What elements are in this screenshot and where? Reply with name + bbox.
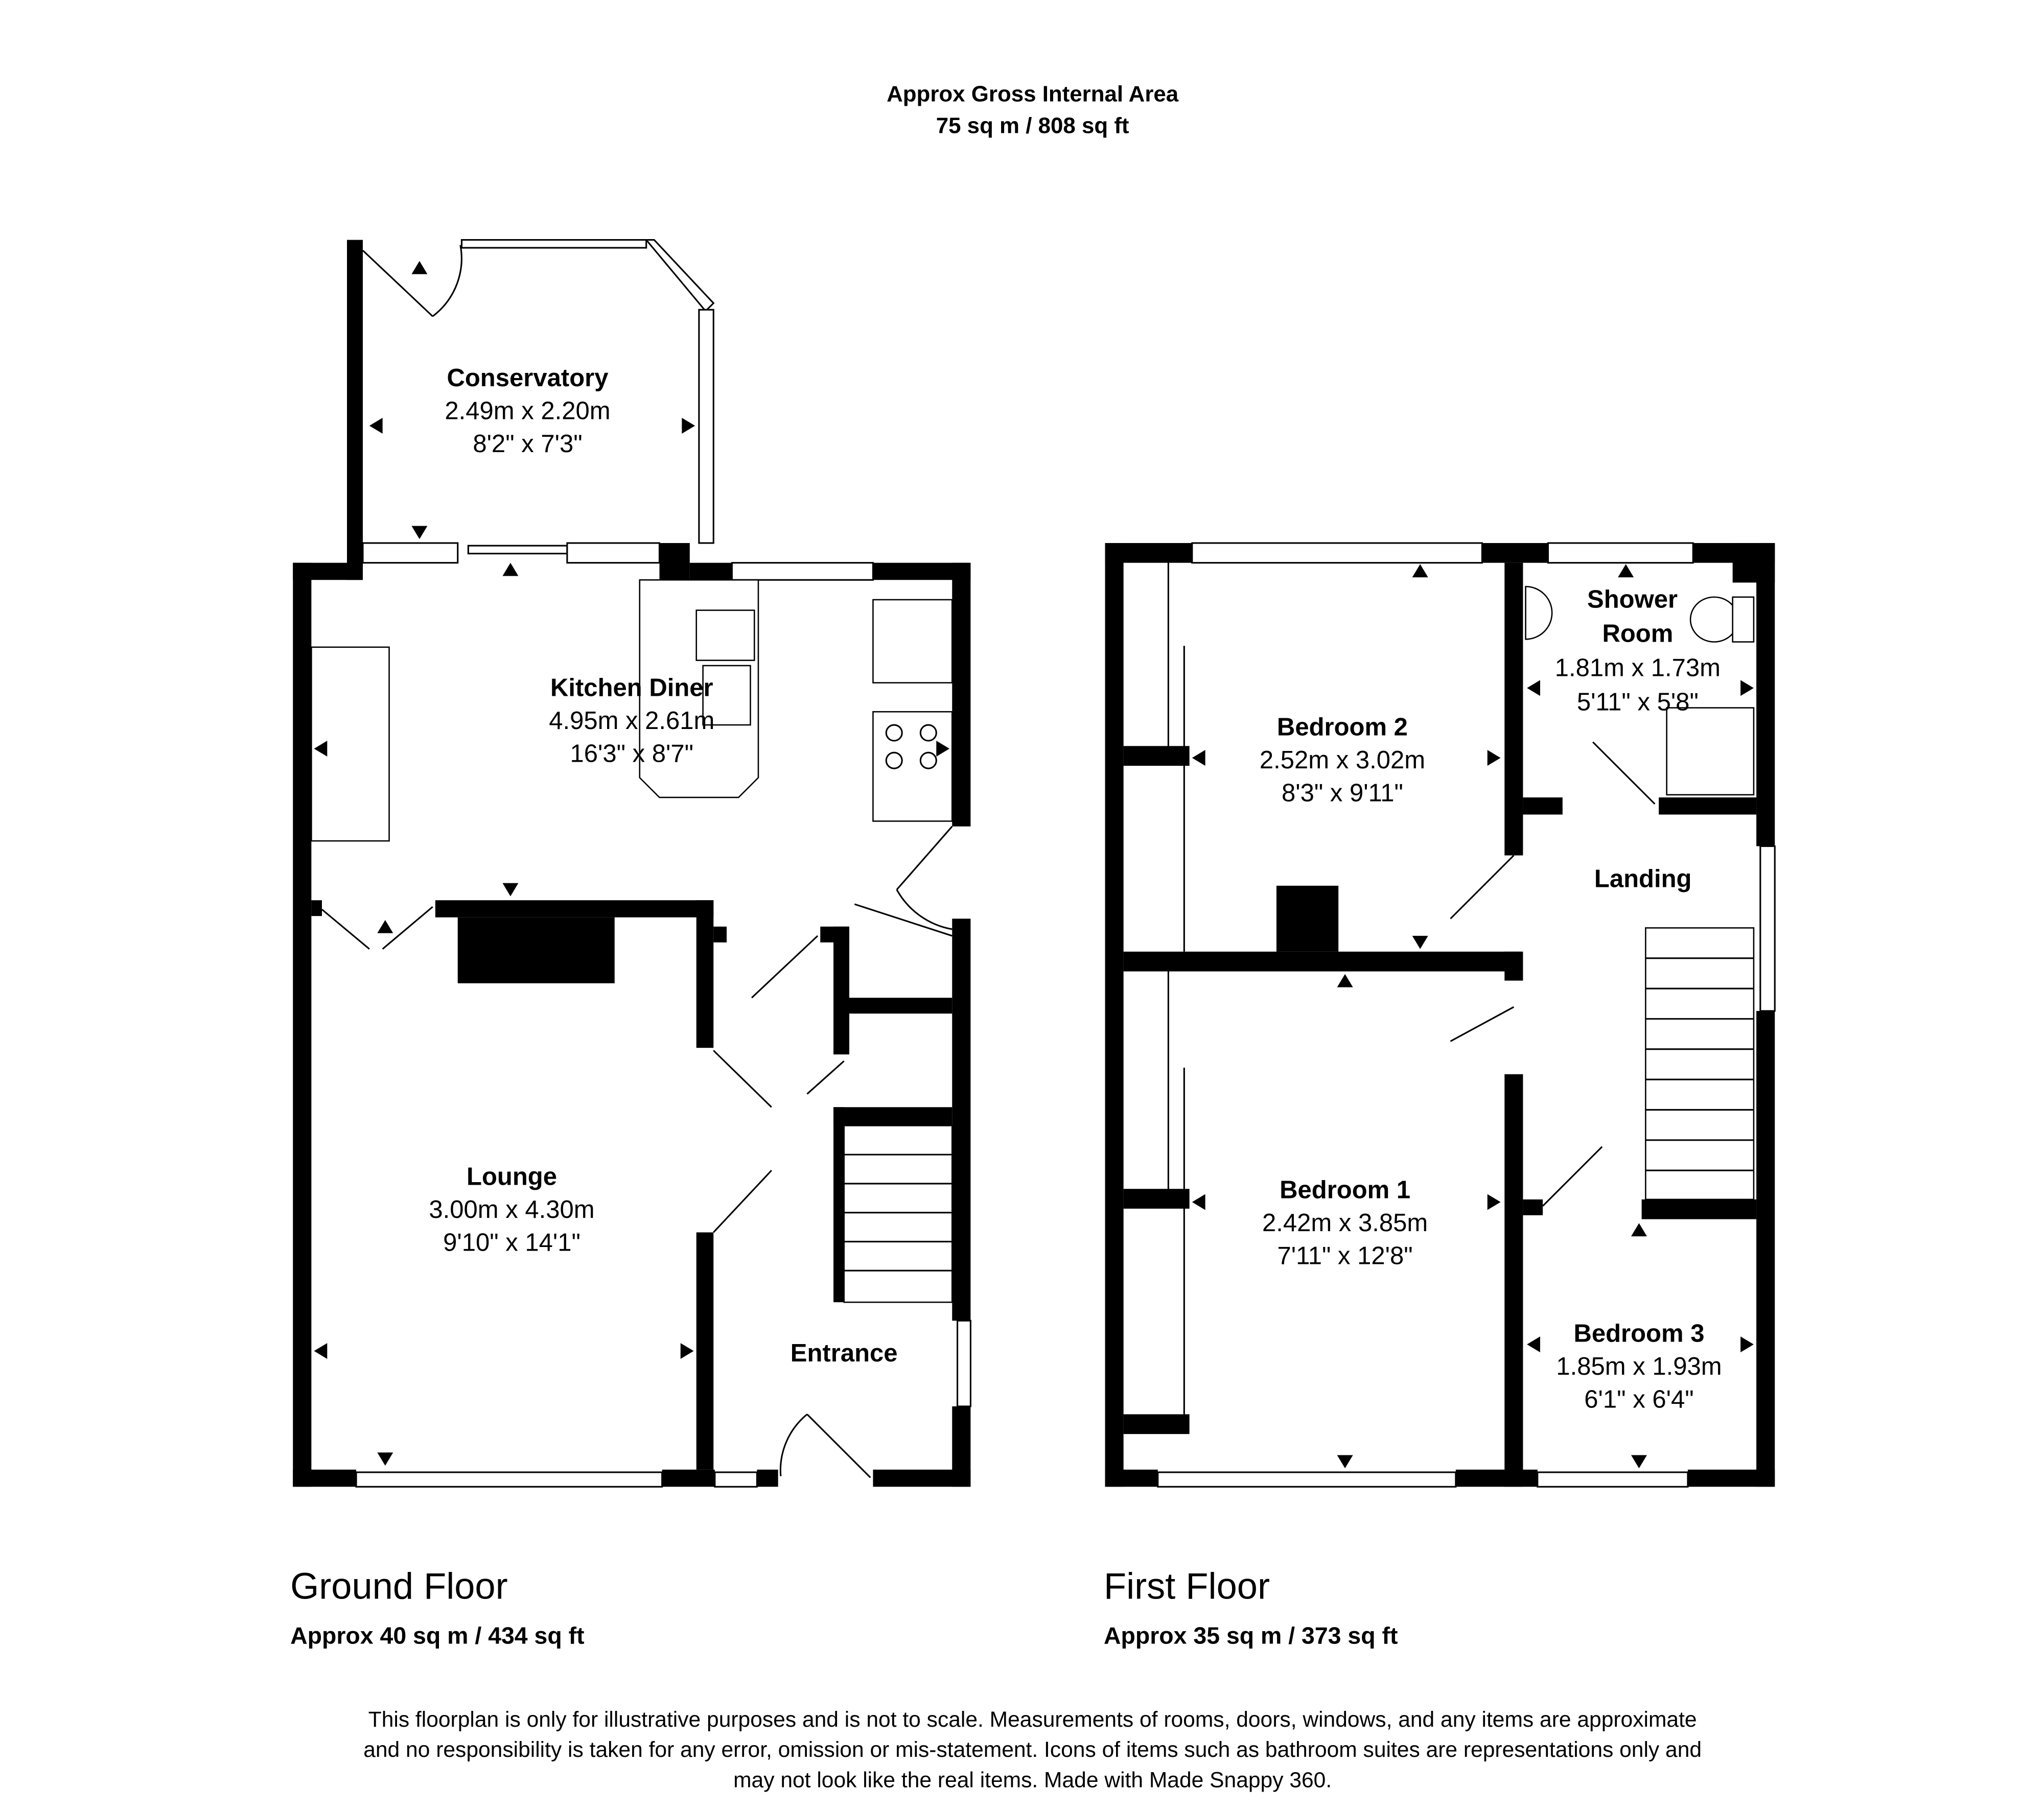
conservatory-label: Conservatory	[447, 364, 608, 392]
bedroom-3-label: Bedroom 3	[1573, 1320, 1704, 1347]
disclaimer-line-2: and no responsibility is taken for any e…	[363, 1737, 1702, 1762]
kitchen-diner-imperial: 16'3" x 8'7"	[570, 740, 694, 767]
conservatory-imperial: 8'2" x 7'3"	[473, 430, 582, 458]
shower-room-imperial: 5'11" x 5'8"	[1577, 689, 1699, 716]
bedroom-3-imperial: 6'1" x 6'4"	[1584, 1386, 1693, 1414]
lounge-label: Lounge	[467, 1163, 557, 1190]
lounge-imperial: 9'10" x 14'1"	[443, 1229, 580, 1256]
first-floor-area: Approx 35 sq m / 373 sq ft	[1104, 1622, 1398, 1649]
header-area: 75 sq m / 808 sq ft	[936, 113, 1129, 138]
kitchen-diner-metric: 4.95m x 2.61m	[549, 707, 714, 735]
ground-floor-title: Ground Floor	[290, 1566, 508, 1607]
header-title: Approx Gross Internal Area	[887, 82, 1179, 107]
first-floor-title: First Floor	[1104, 1566, 1270, 1607]
shower-room-label: Shower	[1587, 585, 1678, 613]
first-floor-plan	[1105, 542, 1776, 1488]
bedroom-2-metric: 2.52m x 3.02m	[1260, 746, 1425, 774]
bedroom-1-label: Bedroom 1	[1280, 1176, 1410, 1204]
disclaimer-line-3: may not look like the real items. Made w…	[733, 1768, 1332, 1793]
landing-label: Landing	[1594, 865, 1692, 892]
bedroom-1-imperial: 7'11" x 12'8"	[1278, 1242, 1413, 1269]
disclaimer-line-1: This floorplan is only for illustrative …	[368, 1707, 1697, 1732]
ground-floor-area: Approx 40 sq m / 434 sq ft	[290, 1622, 584, 1649]
lounge-metric: 3.00m x 4.30m	[429, 1196, 594, 1224]
bedroom-2-imperial: 8'3" x 9'11"	[1282, 780, 1403, 807]
shower-room-metric: 1.81m x 1.73m	[1555, 654, 1721, 682]
kitchen-diner-label: Kitchen Diner	[550, 674, 713, 701]
bedroom-1-metric: 2.42m x 3.85m	[1262, 1209, 1428, 1237]
ground-floor-plan	[293, 239, 971, 1488]
bedroom-2-label: Bedroom 2	[1277, 714, 1408, 741]
conservatory-metric: 2.49m x 2.20m	[445, 397, 610, 425]
entrance-label: Entrance	[791, 1339, 898, 1367]
shower-room-label-2: Room	[1602, 620, 1673, 647]
bedroom-3-metric: 1.85m x 1.93m	[1556, 1353, 1722, 1380]
